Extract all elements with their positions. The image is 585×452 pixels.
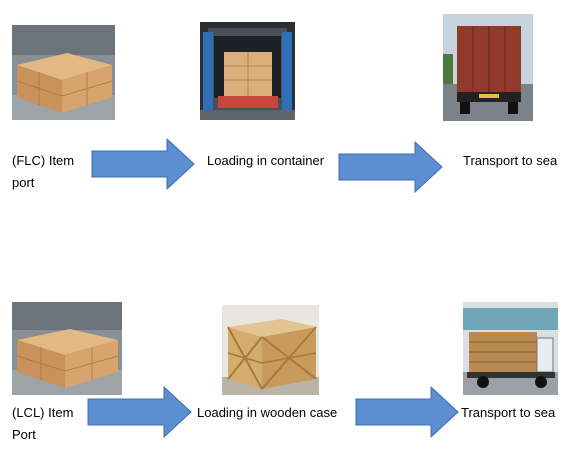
wooden-case-photo bbox=[222, 305, 319, 395]
flow-arrow-4 bbox=[355, 386, 459, 438]
transport-to-sea-label-1: Transport to sea bbox=[463, 153, 558, 168]
pallet-cartons-photo-2 bbox=[12, 302, 122, 395]
loading-in-container-label: Loading in container bbox=[207, 153, 325, 168]
truck-cargo-photo bbox=[463, 302, 558, 395]
flc-label-line2: port bbox=[12, 175, 35, 190]
flow-arrow-1 bbox=[91, 138, 195, 190]
lcl-label-line1: (LCL) Item bbox=[12, 405, 74, 420]
container-loading-photo bbox=[200, 22, 295, 120]
flow-arrow-3 bbox=[87, 386, 192, 438]
flc-label-line1: (FLC) Item bbox=[12, 153, 75, 168]
loading-in-wooden-case-label: Loading in wooden case bbox=[197, 405, 338, 420]
flc-item-port-label: (FLC) Item port bbox=[12, 150, 92, 194]
lcl-item-port-label: (LCL) Item Port bbox=[12, 402, 92, 446]
container-truck-photo bbox=[443, 14, 533, 121]
pallet-cartons-photo bbox=[12, 25, 115, 120]
lcl-label-line2: Port bbox=[12, 427, 36, 442]
flow-arrow-2 bbox=[338, 141, 443, 193]
transport-to-sea-label-2: Transport to sea bbox=[461, 405, 556, 420]
